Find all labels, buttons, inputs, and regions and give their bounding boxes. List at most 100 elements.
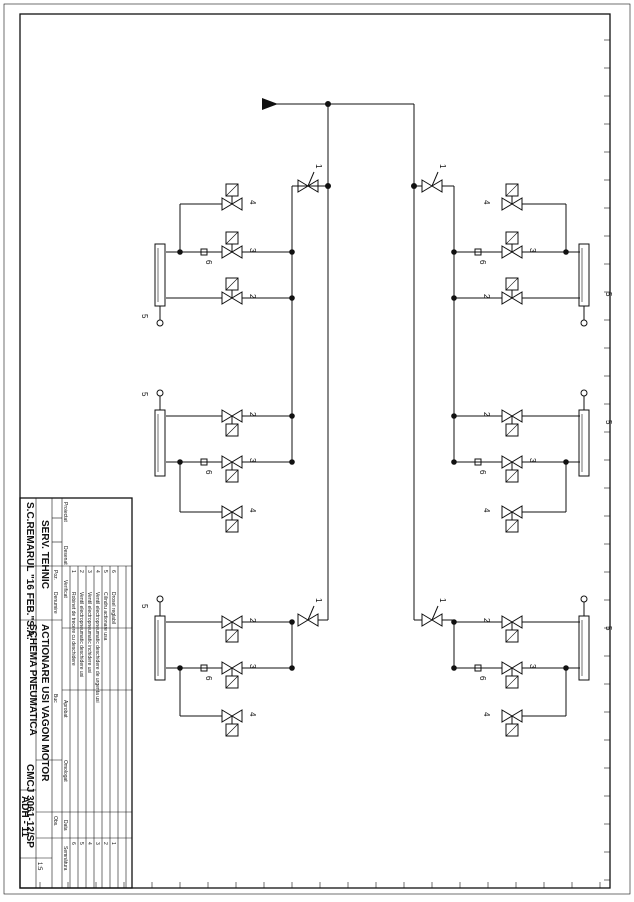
valve-actuator xyxy=(505,423,519,437)
valve-body xyxy=(501,709,523,723)
junction xyxy=(451,665,457,671)
solenoid-valve: 4 xyxy=(221,505,257,533)
valve-body xyxy=(501,197,523,211)
junction xyxy=(289,249,295,255)
solenoid-valve: 4 xyxy=(482,505,523,533)
valve-actuator xyxy=(505,469,519,483)
outer-border xyxy=(3,3,631,895)
valve-actuator xyxy=(225,231,239,245)
junction xyxy=(289,619,295,625)
cylinder-body xyxy=(154,409,166,477)
part-number: 4 xyxy=(94,570,100,573)
valve-body xyxy=(221,505,243,519)
shutoff-cock-valve: 1 xyxy=(297,598,323,627)
adjustable-throttle: 6 xyxy=(474,664,487,681)
cock-body xyxy=(297,613,319,627)
valve-actuator xyxy=(225,519,239,533)
valve-number-label: 4 xyxy=(482,712,491,717)
valve-body xyxy=(221,291,243,305)
throttle-body xyxy=(474,664,482,672)
signature-cell: 6 xyxy=(70,842,76,845)
valve-number-label: 3 xyxy=(528,248,537,253)
parts-header-cell: Denumire xyxy=(52,592,58,614)
junction xyxy=(563,249,569,255)
signature-cell: 4 xyxy=(86,842,92,845)
part-number: 2 xyxy=(78,570,84,573)
drawing-title-line-1: SCHEMA PNEUMATICA xyxy=(27,624,38,736)
valve-body xyxy=(221,661,243,675)
adjustable-throttle: 6 xyxy=(200,458,213,475)
cylinder-number-label: 5 xyxy=(140,392,149,397)
throttle-number-label: 6 xyxy=(204,676,213,681)
door-cylinder: 5 xyxy=(140,595,166,681)
valve-body xyxy=(221,409,243,423)
throttle-number-label: 6 xyxy=(478,676,487,681)
valve-number-label: 3 xyxy=(528,664,537,669)
pipe-line xyxy=(505,723,519,737)
rod-end xyxy=(580,595,588,603)
company-name: S.C.REMARUL "16 FEB."S.A. xyxy=(24,502,35,640)
pipe-line xyxy=(431,171,439,187)
adjustable-throttle: 6 xyxy=(200,248,213,265)
pipe-line xyxy=(431,605,439,621)
cylinder-body xyxy=(578,409,590,477)
adjustable-throttle: 6 xyxy=(474,458,487,475)
valve-number-label: 4 xyxy=(248,712,257,717)
cylinder-body xyxy=(154,243,166,307)
throttle-body xyxy=(474,458,482,466)
drawing-title-line-2: ACTIONARE USI VAGON MOTOR xyxy=(39,624,50,782)
pipe-line xyxy=(225,675,239,689)
solenoid-valve: 2 xyxy=(482,615,523,643)
valve-actuator xyxy=(505,183,519,197)
solenoid-valve: 2 xyxy=(221,615,257,643)
part-number: 3 xyxy=(86,570,92,573)
door-cylinder: 5 xyxy=(578,595,613,681)
valve-number-label: 1 xyxy=(314,598,323,603)
pipe-line xyxy=(225,277,239,291)
part-description: Robinet de trecere cu deschidere xyxy=(70,592,76,666)
solenoid-valve: 2 xyxy=(482,409,523,437)
valve-actuator xyxy=(505,723,519,737)
pipe-line xyxy=(225,629,239,643)
valve-number-label: 2 xyxy=(248,412,257,417)
door-cylinder: 5 xyxy=(140,389,166,477)
cylinder-body xyxy=(578,243,590,307)
part-description: Drosel reglabil xyxy=(110,592,116,624)
junction xyxy=(289,665,295,671)
valve-body xyxy=(501,409,523,423)
signature-cell: 2 xyxy=(102,842,108,845)
throttle-body xyxy=(474,248,482,256)
valve-number-label: 3 xyxy=(248,664,257,669)
solenoid-valve: 3 xyxy=(221,455,257,483)
cylinder-number-label: 5 xyxy=(140,604,149,609)
pipe-line xyxy=(225,519,239,533)
signature-cell: 1 xyxy=(110,842,116,845)
part-number: 1 xyxy=(70,570,76,573)
department-name: SERV. TEHNIC xyxy=(39,520,50,589)
cock-body xyxy=(297,179,319,193)
pipe-line xyxy=(307,605,315,621)
pipe-line xyxy=(225,469,239,483)
pipe-line xyxy=(505,231,519,245)
junction xyxy=(451,619,457,625)
rod-end xyxy=(156,595,164,603)
throttle-body xyxy=(200,458,208,466)
valve-body xyxy=(221,709,243,723)
part-description: Ventil electropneumatic deschidere usi xyxy=(78,592,84,677)
valve-actuator xyxy=(225,183,239,197)
rod-end xyxy=(580,319,588,327)
valve-number-label: 4 xyxy=(248,200,257,205)
role-label: Aprobat xyxy=(62,700,68,718)
rod-end xyxy=(156,319,164,327)
frame-ruler xyxy=(39,39,610,888)
role-label: Data xyxy=(62,820,68,831)
cylinder-number-label: 5 xyxy=(140,314,149,319)
parts-header-cell: Buc xyxy=(52,694,58,703)
valve-body xyxy=(221,245,243,259)
valve-number-label: 1 xyxy=(314,164,323,169)
